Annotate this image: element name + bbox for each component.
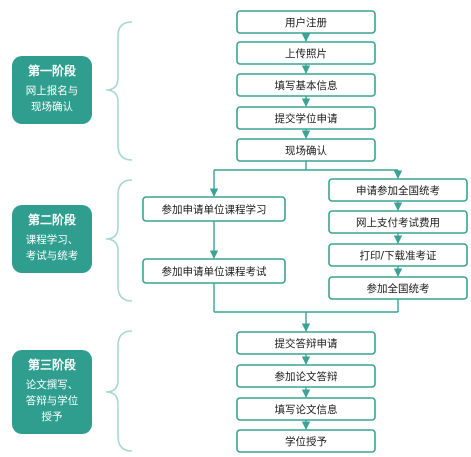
- step-apply-national-exam-label: 申请参加全国统考: [356, 184, 440, 197]
- stage-3-desc-line-1: 论文撰写、: [26, 378, 79, 391]
- step-degree-conferral-label: 学位授予: [285, 435, 327, 448]
- step-user-register-label: 用户注册: [285, 16, 327, 29]
- stage-3-title: 第三阶段: [28, 357, 77, 372]
- stage-2-label: 第二阶段 课程学习、 考试与统考: [12, 205, 92, 273]
- stage-3-desc-line-3: 授予: [42, 410, 63, 423]
- stage-1-bracket: [105, 21, 133, 161]
- step-course-study: 参加申请单位课程学习: [142, 196, 286, 222]
- step-submit-degree-application: 提交学位申请: [236, 106, 376, 130]
- step-print-admission-ticket-label: 打印/下载准考证: [359, 249, 437, 262]
- step-apply-national-exam: 申请参加全国统考: [328, 178, 468, 202]
- step-upload-photo: 上传照片: [236, 41, 376, 65]
- step-degree-conferral: 学位授予: [236, 429, 376, 453]
- stage-2-title: 第二阶段: [28, 212, 77, 227]
- step-submit-defense-application: 提交答辩申请: [236, 331, 376, 355]
- step-onsite-confirmation: 现场确认: [236, 138, 376, 162]
- step-upload-photo-label: 上传照片: [285, 47, 327, 60]
- step-pay-exam-fee: 网上支付考试费用: [328, 210, 468, 234]
- stage-2-desc-line-1: 课程学习、: [26, 233, 79, 246]
- stage-3-label: 第三阶段 论文撰写、 答辩与学位 授予: [12, 350, 92, 434]
- step-onsite-confirmation-label: 现场确认: [285, 144, 327, 157]
- step-submit-defense-application-label: 提交答辩申请: [275, 337, 338, 350]
- stage-1-title: 第一阶段: [28, 63, 77, 78]
- stage-1-desc-line-2: 现场确认: [31, 100, 73, 113]
- step-fill-basic-info: 填写基本信息: [236, 73, 376, 97]
- step-course-study-label: 参加申请单位课程学习: [162, 203, 267, 216]
- step-print-admission-ticket: 打印/下载准考证: [328, 243, 468, 267]
- step-take-national-exam-label: 参加全国统考: [367, 282, 430, 295]
- step-course-exam: 参加申请单位课程考试: [142, 258, 286, 284]
- step-thesis-defense: 参加论文答辩: [236, 364, 376, 388]
- split-connector: [214, 161, 398, 171]
- step-thesis-defense-label: 参加论文答辩: [275, 370, 338, 383]
- step-fill-thesis-info-label: 填写论文信息: [275, 403, 338, 416]
- step-fill-basic-info-label: 填写基本信息: [275, 79, 338, 92]
- step-take-national-exam: 参加全国统考: [328, 276, 468, 300]
- stage-2-bracket: [105, 179, 133, 302]
- stage-3-desc-line-2: 答辩与学位: [26, 394, 79, 407]
- stage-1-desc-line-1: 网上报名与: [26, 84, 79, 97]
- step-fill-thesis-info: 填写论文信息: [236, 397, 376, 421]
- step-user-register: 用户注册: [236, 10, 376, 34]
- stage-2-desc-line-2: 考试与统考: [26, 249, 79, 262]
- stage-3-bracket: [105, 330, 133, 452]
- stage-1-label: 第一阶段 网上报名与 现场确认: [12, 56, 92, 124]
- step-course-exam-label: 参加申请单位课程考试: [162, 265, 267, 278]
- step-pay-exam-fee-label: 网上支付考试费用: [356, 216, 440, 229]
- step-submit-degree-application-label: 提交学位申请: [275, 112, 338, 125]
